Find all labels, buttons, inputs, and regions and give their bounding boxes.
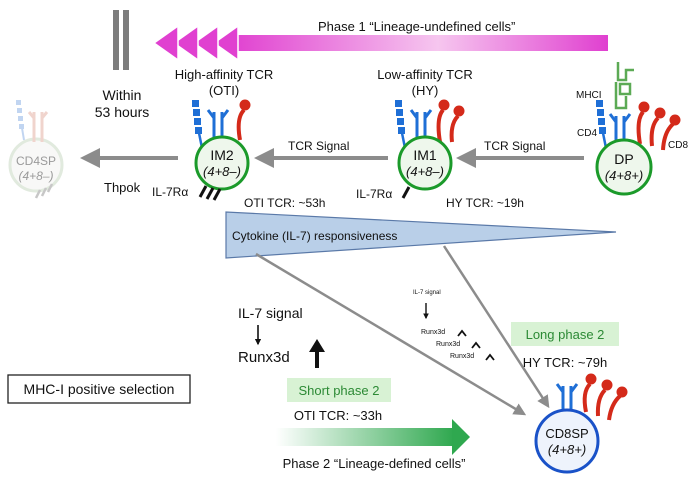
hy-tcr-79-label: HY TCR: ~79h	[523, 355, 607, 370]
cd4sp-cd4-icon	[16, 100, 25, 141]
mhc-selection-label: MHC-I positive selection	[24, 381, 175, 397]
runx3d-up-arrow	[309, 339, 325, 368]
low-affinity-hy-label: (HY)	[412, 83, 439, 98]
phase1-label: Phase 1 “Lineage-undefined cells”	[318, 19, 515, 34]
short-phase2-box	[287, 378, 391, 402]
im2-cd8-icon	[236, 99, 251, 141]
im2-il7r-icon	[198, 185, 222, 201]
il7-signal-small-label: IL-7 signal	[413, 290, 441, 296]
phase1-arrow	[152, 24, 608, 62]
im2-sub: (4+8–)	[203, 164, 241, 179]
im2-name: IM2	[210, 147, 234, 163]
tcr-signal-left-label: TCR Signal	[288, 139, 349, 153]
cd4-label: CD4	[577, 128, 597, 139]
im1-name: IM1	[413, 147, 437, 163]
cytokine-wedge	[225, 211, 617, 259]
cd4sp-tcr-icon	[27, 111, 49, 142]
arrow-im2-to-cd8sp	[255, 252, 527, 416]
oti-tcr-33-label: OTI TCR: ~33h	[294, 408, 382, 423]
dp-name: DP	[614, 151, 633, 167]
within-label: Within	[103, 87, 142, 103]
thpok-label: Thpok	[104, 180, 141, 195]
phase2-arrow	[276, 419, 470, 455]
high-affinity-label: High-affinity TCR	[175, 67, 274, 82]
im1-il7r-icon	[401, 186, 411, 199]
arrow-im1-to-cd8sp	[442, 245, 550, 409]
im2-cd4-icon	[192, 100, 204, 149]
dp-sub: (4+8+)	[605, 168, 643, 183]
oti-tcr-53-label: OTI TCR: ~53h	[244, 196, 325, 210]
im1-cd8-icon	[436, 99, 465, 143]
cd8sp-cd8-icon	[582, 373, 628, 421]
il7-signal-label: IL-7 signal	[238, 305, 303, 321]
im1-sub: (4+8–)	[406, 164, 444, 179]
long-phase2-label: Long phase 2	[526, 327, 605, 342]
runx3d-small-1: Runx3d	[421, 329, 445, 336]
dp-cell	[595, 138, 653, 196]
phase2-label: Phase 2 “Lineage-defined cells”	[283, 456, 466, 471]
cd4sp-sub: (4+8–)	[18, 169, 53, 183]
low-affinity-label: Low-affinity TCR	[377, 67, 473, 82]
short-phase2-label: Short phase 2	[299, 383, 380, 398]
im2-cell	[194, 135, 250, 191]
im1-cell	[397, 135, 453, 191]
mhci-label: MHCI	[576, 90, 602, 101]
cytokine-label: Cytokine (IL-7) responsiveness	[232, 229, 397, 243]
dp-cd8-icon	[636, 101, 681, 151]
il7ra-left-label: IL-7Rα	[152, 185, 188, 199]
time-barrier	[113, 10, 129, 70]
long-phase2-box	[511, 322, 619, 346]
cd4sp-il7r-icon	[34, 183, 54, 199]
hy-tcr-19-label: HY TCR: ~19h	[446, 196, 524, 210]
runx3d-small-up-arrows	[457, 329, 495, 361]
cd4sp-name: CD4SP	[16, 154, 56, 168]
dp-cd4-icon	[596, 100, 608, 149]
runx3d-small-2: Runx3d	[436, 341, 460, 348]
il7ra-right-label: IL-7Rα	[356, 187, 392, 201]
cd4sp-cell	[8, 100, 64, 199]
runx3d-label: Runx3d	[238, 349, 290, 366]
im1-cd4-icon	[395, 100, 407, 149]
tcr-signal-right-label: TCR Signal	[484, 139, 545, 153]
cd8sp-sub: (4+8+)	[548, 442, 586, 457]
cd8sp-receptors	[555, 373, 628, 421]
mhc-selection-box	[7, 374, 191, 404]
runx3d-small-3: Runx3d	[450, 353, 474, 360]
cd8sp-cell	[534, 408, 600, 474]
cd8-label: CD8	[668, 140, 688, 151]
dp-receptors	[596, 62, 681, 151]
mhci-icon	[614, 62, 634, 110]
within-hours-label: 53 hours	[95, 104, 149, 120]
high-affinity-oti-label: (OTI)	[209, 83, 239, 98]
cd8sp-name: CD8SP	[545, 426, 588, 441]
